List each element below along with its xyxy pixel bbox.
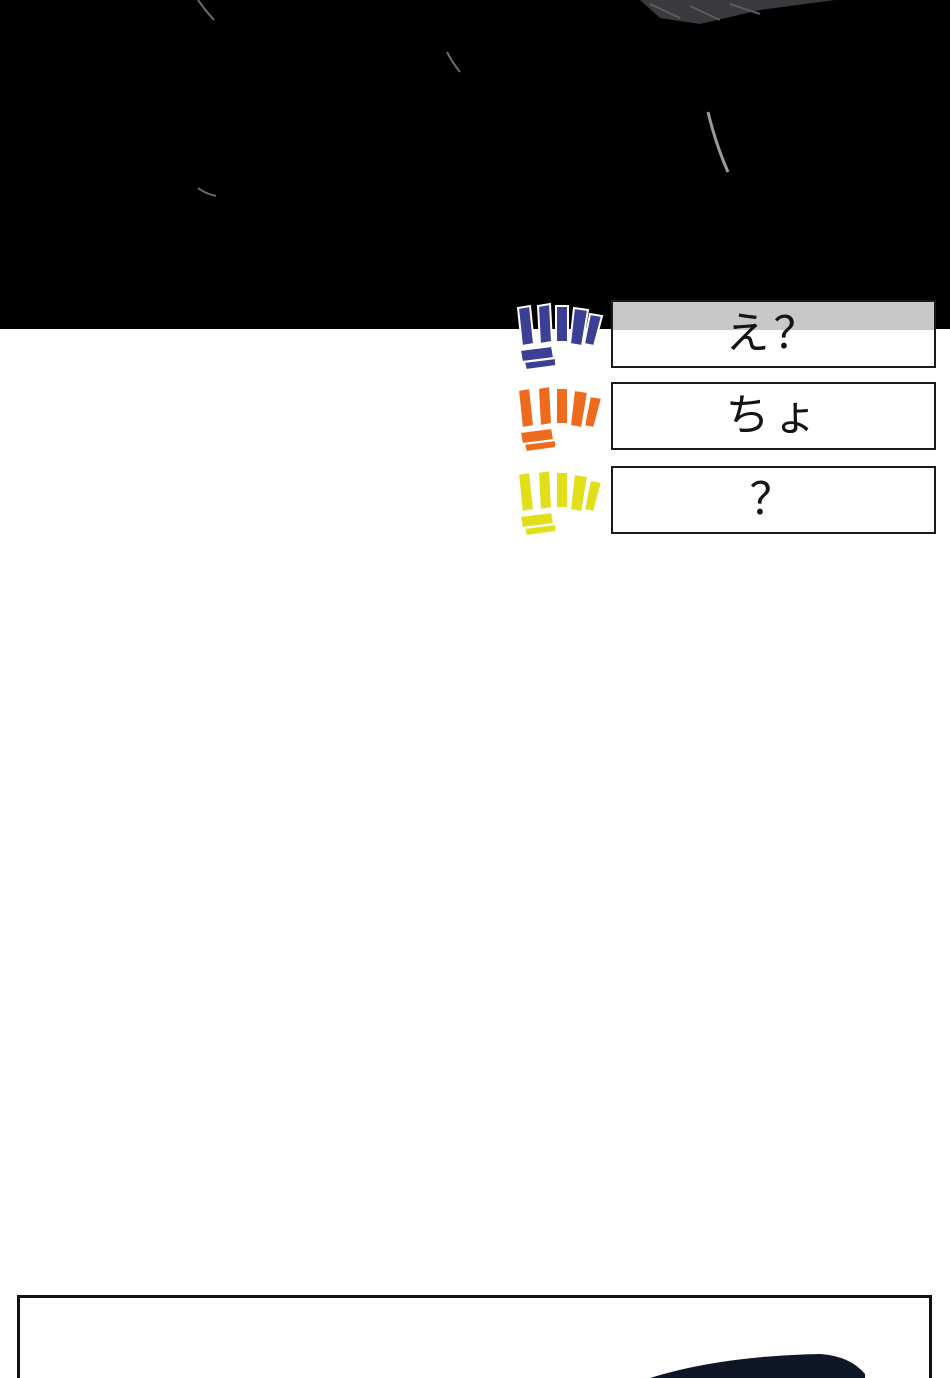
speaker-marker-icon: [516, 468, 604, 538]
dark-comic-panel: [0, 0, 950, 329]
choice-highlight: [613, 302, 934, 330]
panel-art-line: [197, 0, 215, 21]
marker-shape-1: [516, 302, 604, 372]
next-panel-artwork: [650, 1354, 865, 1378]
choice-button-2[interactable]: ちょ: [611, 382, 936, 450]
panel-art-line: [446, 51, 461, 73]
next-panel-art-shape: [650, 1354, 865, 1378]
choice-row-1[interactable]: え？: [512, 300, 940, 372]
choice-text-2: ちょ: [725, 390, 822, 441]
marker-shape-2: [516, 384, 604, 454]
choice-button-3[interactable]: ？: [611, 466, 936, 534]
choice-button-1[interactable]: え？: [611, 300, 936, 368]
panel-art-line: [706, 111, 730, 173]
next-comic-panel: [17, 1295, 932, 1378]
panel-art-line: [197, 187, 217, 197]
panel-art-shape: [640, 0, 835, 24]
speaker-marker-icon: [516, 384, 604, 454]
marker-shape-3: [516, 468, 604, 538]
panel-art-texture: [649, 3, 761, 21]
choice-text-3: ？: [749, 474, 798, 525]
speaker-marker-icon: [516, 302, 604, 372]
choice-row-3[interactable]: ？: [512, 466, 940, 538]
panel-artwork: [197, 0, 835, 197]
choice-text-1: え？: [725, 308, 822, 359]
choice-row-2[interactable]: ちょ: [512, 382, 940, 454]
